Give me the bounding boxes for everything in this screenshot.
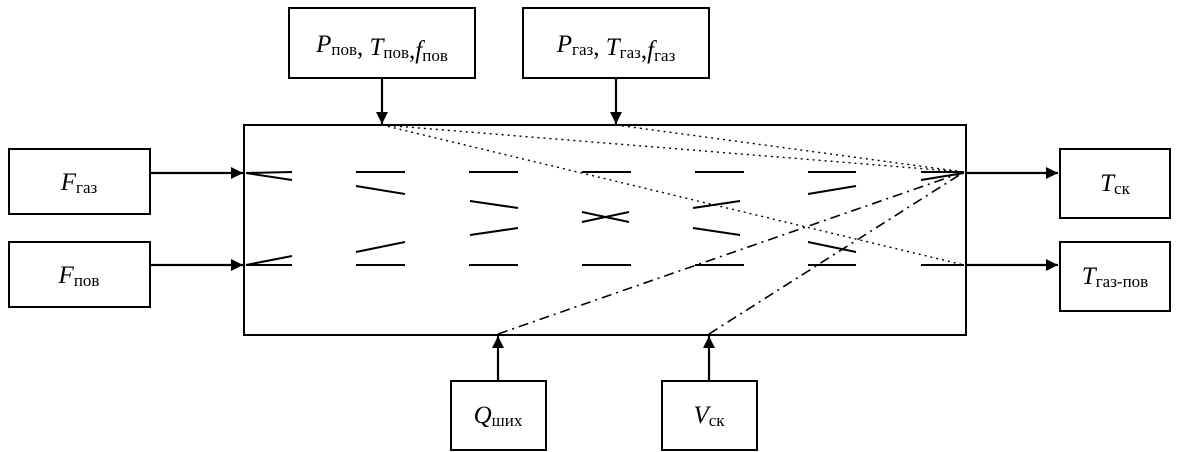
label-symbol: T [606, 34, 622, 61]
label-symbol: P [556, 31, 572, 58]
dash-dot-line [708, 171, 965, 335]
label-subscript: газ-пов [1096, 272, 1149, 291]
label-symbol: T [370, 34, 386, 61]
process-block [243, 124, 967, 336]
label-separator: , [357, 34, 370, 61]
label-subscript: ших [492, 411, 523, 430]
label-v-sk: Vск [693, 402, 725, 430]
label-subscript: пов [74, 271, 100, 290]
label-subscript: пов [331, 40, 357, 59]
segment [692, 200, 741, 209]
label-symbol: Q [474, 402, 492, 429]
dotted-line [381, 124, 965, 173]
label-symbol: P [315, 31, 331, 58]
label-subscript: пов [422, 46, 448, 65]
dotted-line [615, 124, 965, 173]
label-subscript: газ [620, 43, 642, 62]
label-separator: , [641, 37, 647, 64]
label-q-shikh: Qших [474, 402, 523, 430]
label-subscript: газ [76, 178, 98, 197]
dotted-line [381, 124, 965, 266]
block-v-sk [661, 380, 758, 451]
label-p-pov: Pпов, Tпов,fпов [315, 31, 448, 65]
segment [245, 171, 293, 174]
influence-lines [381, 124, 965, 335]
segment [807, 241, 857, 253]
segment [581, 211, 630, 223]
label-subscript: ск [709, 411, 726, 430]
block-t-sk [1059, 148, 1171, 219]
label-t-sk: Tск [1100, 170, 1130, 198]
block-p-gaz [522, 7, 710, 79]
label-subscript: газ [572, 40, 594, 59]
label-symbol: f [415, 37, 425, 64]
label-symbol: f [647, 37, 657, 64]
label-symbol: F [58, 262, 75, 289]
label-subscript: пов [383, 43, 409, 62]
segment [355, 185, 406, 195]
block-t-gaz-pov [1059, 241, 1171, 312]
connector-arrows [150, 78, 1058, 381]
segment [469, 227, 519, 236]
label-subscript: газ [654, 46, 676, 65]
segment [692, 227, 741, 236]
label-separator: , [593, 34, 606, 61]
segment [469, 200, 519, 209]
block-q-shikh [450, 380, 547, 451]
label-t-gaz-pov: Tгаз-пов [1082, 263, 1148, 291]
label-symbol: V [693, 402, 711, 429]
label-subscript: ск [1114, 179, 1131, 198]
label-symbol: F [60, 169, 77, 196]
label-p-gaz: Pгаз, Tгаз,fгаз [556, 31, 676, 65]
internal-segments [245, 171, 965, 266]
segment [807, 185, 857, 195]
segment [245, 172, 293, 181]
dash-dot-line [497, 171, 965, 335]
segment [245, 255, 293, 266]
segment [355, 241, 406, 253]
block-p-pov [288, 7, 476, 79]
label-symbol: T [1082, 263, 1098, 290]
label-f-pov: Fпов [58, 262, 100, 290]
label-separator: , [409, 37, 415, 64]
block-f-pov [8, 241, 151, 308]
block-f-gaz [8, 148, 151, 215]
label-symbol: T [1100, 170, 1116, 197]
label-f-gaz: Fгаз [60, 169, 98, 197]
